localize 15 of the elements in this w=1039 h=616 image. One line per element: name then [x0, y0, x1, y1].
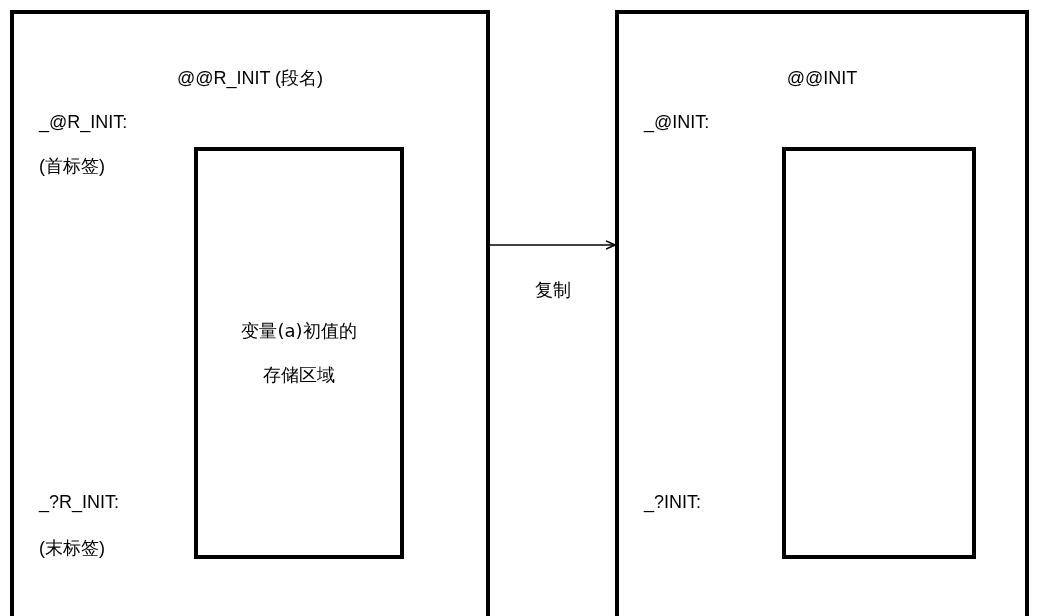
label-text: _?R_INIT: [39, 491, 120, 514]
segment-box [615, 10, 1029, 616]
label-text: (末标签) [39, 537, 105, 560]
label-text: _@R_INIT: [39, 111, 128, 134]
segment-name: @@R_INIT (段名) [175, 67, 325, 90]
arrow [489, 240, 616, 250]
segment-name: @@INIT [785, 67, 859, 90]
box-text: 变量(a)初值的存储区域 [240, 319, 358, 387]
label-text: _?INIT: [644, 491, 702, 514]
label-text: _@INIT: [644, 111, 710, 134]
label-text: (首标签) [39, 155, 105, 178]
edge-label: 复制 [533, 278, 572, 302]
storage-box [782, 147, 976, 559]
storage-box [194, 147, 404, 559]
segment-box [10, 10, 490, 616]
